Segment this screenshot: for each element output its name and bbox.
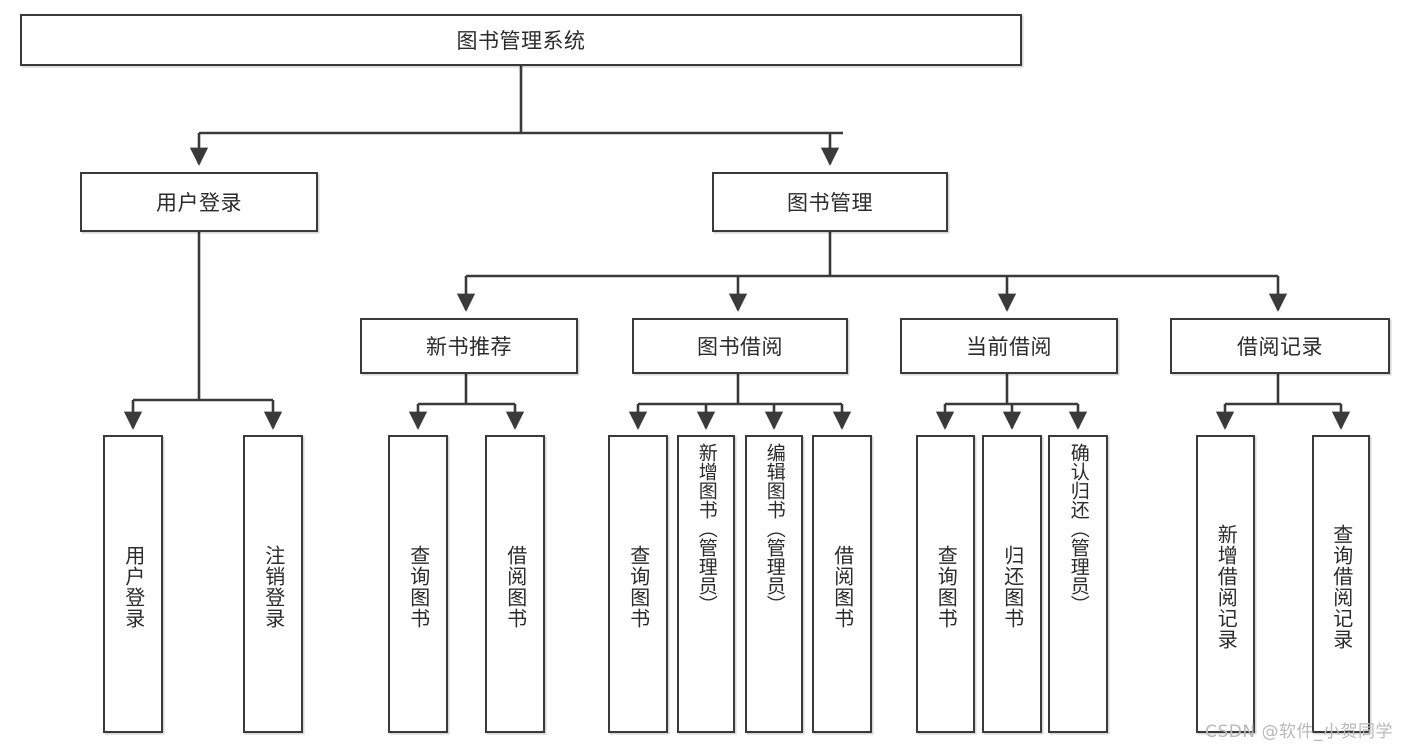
node-leaf-add-borrow-record-label: 新增借阅记录 (1214, 524, 1239, 650)
node-leaf-borrow-book-2[interactable]: 借阅图书 (812, 435, 872, 733)
watermark-text: CSDN @软件_小贺同学 (1205, 722, 1393, 742)
node-borrow-record-label: 借阅记录 (1237, 335, 1323, 359)
node-leaf-return-book-label: 归还图书 (1000, 545, 1025, 629)
node-leaf-query-book-1[interactable]: 查询图书 (388, 435, 448, 733)
node-leaf-borrow-book-1[interactable]: 借阅图书 (485, 435, 545, 733)
node-user-login[interactable]: 用户登录 (80, 172, 318, 232)
node-book-borrow[interactable]: 图书借阅 (632, 318, 848, 374)
node-leaf-logout-login[interactable]: 注销登录 (243, 435, 303, 733)
node-leaf-confirm-return-admin-label: 确认归还（管理员） (1067, 443, 1090, 614)
node-leaf-query-book-3[interactable]: 查询图书 (916, 435, 975, 733)
node-leaf-query-book-2-label: 查询图书 (626, 545, 651, 629)
node-leaf-query-book-1-label: 查询图书 (406, 545, 431, 629)
node-current-borrow[interactable]: 当前借阅 (900, 318, 1118, 374)
node-current-borrow-label: 当前借阅 (966, 335, 1052, 359)
node-root-label: 图书管理系统 (456, 29, 586, 53)
node-leaf-add-book-admin-label: 新增图书（管理员） (695, 443, 718, 614)
node-leaf-query-book-3-label: 查询图书 (934, 545, 959, 629)
node-leaf-confirm-return-admin[interactable]: 确认归还（管理员） (1048, 435, 1108, 733)
node-borrow-record[interactable]: 借阅记录 (1170, 318, 1390, 374)
node-leaf-query-borrow-record[interactable]: 查询借阅记录 (1312, 435, 1370, 733)
node-leaf-user-login-label: 用户登录 (121, 545, 146, 629)
node-new-book-recommend-label: 新书推荐 (426, 335, 512, 359)
node-leaf-logout-login-label: 注销登录 (261, 545, 286, 629)
node-leaf-user-login[interactable]: 用户登录 (103, 435, 163, 733)
node-book-borrow-label: 图书借阅 (697, 335, 783, 359)
node-leaf-query-borrow-record-label: 查询借阅记录 (1329, 524, 1354, 650)
node-leaf-add-book-admin[interactable]: 新增图书（管理员） (677, 435, 735, 733)
node-leaf-return-book[interactable]: 归还图书 (982, 435, 1042, 733)
node-book-manage[interactable]: 图书管理 (712, 172, 948, 232)
node-leaf-add-borrow-record[interactable]: 新增借阅记录 (1196, 435, 1255, 733)
node-root[interactable]: 图书管理系统 (20, 14, 1022, 66)
node-user-login-label: 用户登录 (156, 191, 242, 215)
node-leaf-edit-book-admin-label: 编辑图书（管理员） (763, 443, 786, 614)
node-leaf-edit-book-admin[interactable]: 编辑图书（管理员） (745, 435, 803, 733)
node-leaf-query-book-2[interactable]: 查询图书 (608, 435, 668, 733)
node-book-manage-label: 图书管理 (787, 191, 873, 215)
node-new-book-recommend[interactable]: 新书推荐 (360, 318, 578, 374)
node-leaf-borrow-book-1-label: 借阅图书 (503, 545, 528, 629)
node-leaf-borrow-book-2-label: 借阅图书 (830, 545, 855, 629)
